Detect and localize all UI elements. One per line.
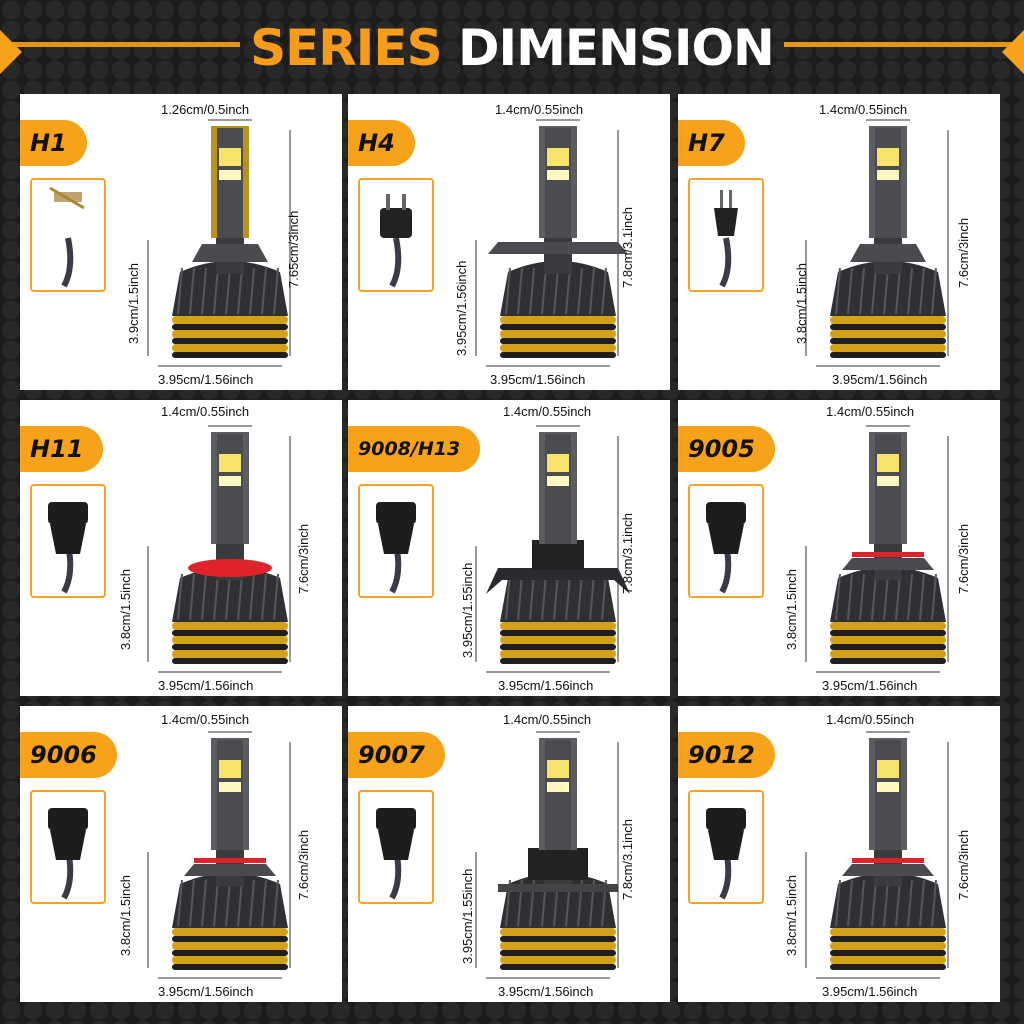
base-width-label: 3.95cm/1.56inch <box>490 372 586 387</box>
top-width-label: 1.4cm/0.55inch <box>826 712 915 727</box>
base-width-label: 3.95cm/1.56inch <box>822 984 918 999</box>
header-left-bar <box>0 42 240 47</box>
bulb-type-badge: 9012 <box>678 732 775 778</box>
bulb-type-badge: H7 <box>678 120 745 166</box>
base-height-label: 3.9cm/1.5inch <box>126 263 141 344</box>
bulb-illustration <box>376 731 619 979</box>
total-height-label: 7.6cm/3inch <box>956 829 971 900</box>
header-right-bar <box>784 42 1024 47</box>
connector-image <box>358 178 434 292</box>
total-height-label: 7.6cm/3inch <box>296 829 311 900</box>
bulb-illustration <box>376 425 630 673</box>
bulb-illustration <box>706 731 949 979</box>
card-9006: 9006 1.4cm/0.55inch 7.6cm/3inch 3.8cm/1.… <box>20 706 342 1002</box>
card-h7: H7 1.4cm/0.55inch 7.6cm/3inch 3.8cm/1.5i… <box>678 94 1000 390</box>
base-height-label: 3.95cm/1.55inch <box>460 562 475 658</box>
title-dimension: DIMENSION <box>458 19 775 77</box>
base-width-label: 3.95cm/1.56inch <box>832 372 928 387</box>
bulb-illustration <box>49 119 291 367</box>
base-width-label: 3.95cm/1.56inch <box>158 984 254 999</box>
bulb-illustration <box>48 731 291 979</box>
base-height-label: 3.95cm/1.56inch <box>454 260 469 356</box>
card-9005: 9005 1.4cm/0.55inch 7.6cm/3inch 3.8cm/1.… <box>678 400 1000 696</box>
base-height-label: 3.8cm/1.5inch <box>784 569 799 650</box>
top-width-label: 1.4cm/0.55inch <box>495 102 584 117</box>
base-height-label: 3.8cm/1.5inch <box>784 875 799 956</box>
bulb-illustration <box>380 119 628 367</box>
top-width-label: 1.4cm/0.55inch <box>826 404 915 419</box>
card-h11: H11 1.4cm/0.55inch 7.6cm/3inch 3.8cm/1.5… <box>20 400 342 696</box>
bulb-type-badge: 9008/H13 <box>348 426 481 472</box>
page-title: SERIES DIMENSION <box>0 18 1024 78</box>
card-9007: 9007 1.4cm/0.55inch 7.8cm/3.1inch 3.95cm… <box>348 706 670 1002</box>
bulb-type-badge: H11 <box>20 426 104 472</box>
base-width-label: 3.95cm/1.56inch <box>498 678 594 693</box>
bulb-type-badge: 9007 <box>348 732 445 778</box>
card-9008-h13: 9008/H13 1.4cm/0.55inch 7.8cm/3.1inch 3.… <box>348 400 670 696</box>
bulb-type-badge: 9005 <box>678 426 775 472</box>
base-width-label: 3.95cm/1.56inch <box>498 984 594 999</box>
bulb-illustration <box>48 425 291 673</box>
base-height-label: 3.8cm/1.5inch <box>118 875 133 956</box>
header-right-arrow <box>1002 30 1024 74</box>
bulb-illustration <box>706 425 949 673</box>
card-h1: H1 1.26cm/0.5inch 7.65cm/3inch 3.9cm/1.5… <box>20 94 342 390</box>
bulb-type-badge: H1 <box>20 120 87 166</box>
total-height-label: 7.8cm/3.1inch <box>620 513 635 594</box>
top-width-label: 1.4cm/0.55inch <box>503 404 592 419</box>
base-width-label: 3.95cm/1.56inch <box>822 678 918 693</box>
base-height-label: 3.95cm/1.55inch <box>460 868 475 964</box>
top-width-label: 1.4cm/0.55inch <box>819 102 908 117</box>
bulb-illustration <box>714 119 949 367</box>
top-width-label: 1.4cm/0.55inch <box>161 404 250 419</box>
bulb-type-badge: H4 <box>348 120 415 166</box>
total-height-label: 7.65cm/3inch <box>286 210 301 288</box>
card-h4: H4 1.4cm/0.55inch 7.8cm/3.1inch 3.95cm/1… <box>348 94 670 390</box>
total-height-label: 7.8cm/3.1inch <box>620 207 635 288</box>
total-height-label: 7.6cm/3inch <box>296 523 311 594</box>
top-width-label: 1.4cm/0.55inch <box>161 712 250 727</box>
base-height-label: 3.8cm/1.5inch <box>794 263 809 344</box>
top-width-label: 1.26cm/0.5inch <box>161 102 250 117</box>
header-left-arrow <box>0 30 22 74</box>
total-height-label: 7.6cm/3inch <box>956 217 971 288</box>
top-width-label: 1.4cm/0.55inch <box>503 712 592 727</box>
total-height-label: 7.6cm/3inch <box>956 523 971 594</box>
title-series: SERIES <box>250 19 442 77</box>
base-width-label: 3.95cm/1.56inch <box>158 678 254 693</box>
card-9012: 9012 1.4cm/0.55inch 7.6cm/3inch 3.8cm/1.… <box>678 706 1000 1002</box>
total-height-label: 7.8cm/3.1inch <box>620 819 635 900</box>
header: SERIES DIMENSION <box>0 0 1024 90</box>
base-height-label: 3.8cm/1.5inch <box>118 569 133 650</box>
base-width-label: 3.95cm/1.56inch <box>158 372 254 387</box>
bulb-type-badge: 9006 <box>20 732 117 778</box>
